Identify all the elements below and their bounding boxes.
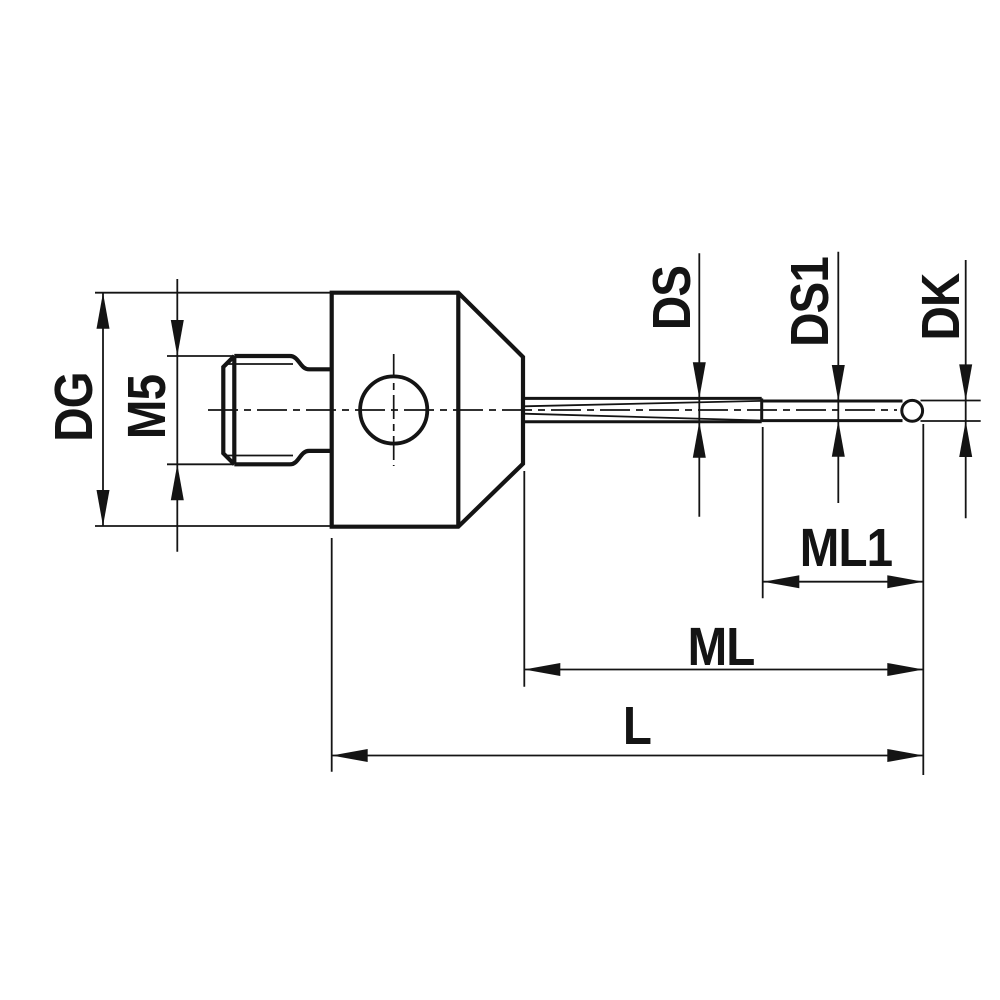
dim-label-l: L [622,695,651,756]
dim-label-m5: M5 [116,374,177,439]
dim-label-dk: DK [910,273,971,340]
dimension-arrowheads [96,292,973,762]
thread-minor-lines [226,363,293,457]
thread-bottom-edge [234,448,332,467]
stem-taper-top [523,400,762,408]
dim-label-ml: ML [687,617,755,677]
dim-label-dg: DG [43,371,104,442]
stem-taper-bottom [523,412,762,422]
dim-label-ds1: DS1 [779,257,840,347]
tip-ball [900,398,925,423]
dim-label-ds: DS [641,265,702,330]
extension-lines [95,291,981,775]
dim-label-ml1: ML1 [799,517,893,578]
stylus-stem [523,396,925,424]
thread-top-edge [234,353,332,372]
